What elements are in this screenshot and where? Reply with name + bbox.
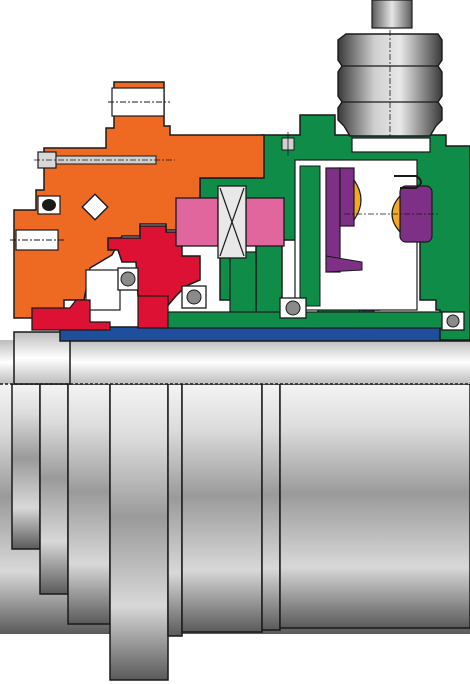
- gland-plate: [10, 81, 265, 319]
- pink-face-left: [175, 197, 219, 247]
- pink-face-right: [245, 197, 285, 247]
- housing-green-foot: [229, 251, 257, 321]
- shaft-step-2: [39, 383, 69, 595]
- bellows-body: [337, 33, 443, 137]
- bellows-base-clamp: [351, 137, 431, 153]
- housing-cavity-wall: [299, 165, 321, 307]
- bearing-left-ball: [120, 271, 136, 287]
- ball-bearings: [117, 267, 465, 331]
- spring-arm: [325, 255, 363, 273]
- coupling-stem: [371, 0, 413, 29]
- sleeve-body: [59, 326, 470, 342]
- rotating-seal-holder: [31, 225, 201, 331]
- shaft-step-3: [67, 383, 111, 625]
- rotor-lower-block: [137, 295, 169, 329]
- shaft-step-1: [11, 383, 41, 550]
- coupling-bellows: [337, 0, 443, 153]
- gland-oring: [42, 199, 56, 211]
- rotor-lip: [31, 299, 111, 331]
- spring-clip: [394, 175, 422, 189]
- yellow-face-ring: [344, 178, 440, 234]
- spring-plate-cap: [339, 167, 355, 227]
- housing-bolt: [281, 132, 295, 156]
- gland-diamond-slot: [81, 193, 109, 221]
- cap-screw: [34, 151, 175, 169]
- shaft-step-6: [261, 383, 281, 631]
- shaft-upper-band: [0, 340, 470, 384]
- shaft: [0, 331, 470, 681]
- rotor-body: [107, 225, 201, 313]
- bearing-mid-ball: [186, 289, 202, 305]
- shaft-step-5: [181, 383, 263, 633]
- bearing-far-right-ball: [446, 314, 460, 328]
- shaft-end: [279, 383, 470, 629]
- gland-inner-pocket: [85, 269, 121, 311]
- yellow-ring-left: [353, 178, 362, 222]
- shaft-step-4: [167, 383, 183, 637]
- shaft-collar: [109, 383, 169, 681]
- face-ring-hourglass: [219, 187, 245, 257]
- bearing-right-ball: [285, 300, 301, 316]
- stationary-face: [175, 185, 285, 259]
- housing-base-strip: [159, 311, 461, 329]
